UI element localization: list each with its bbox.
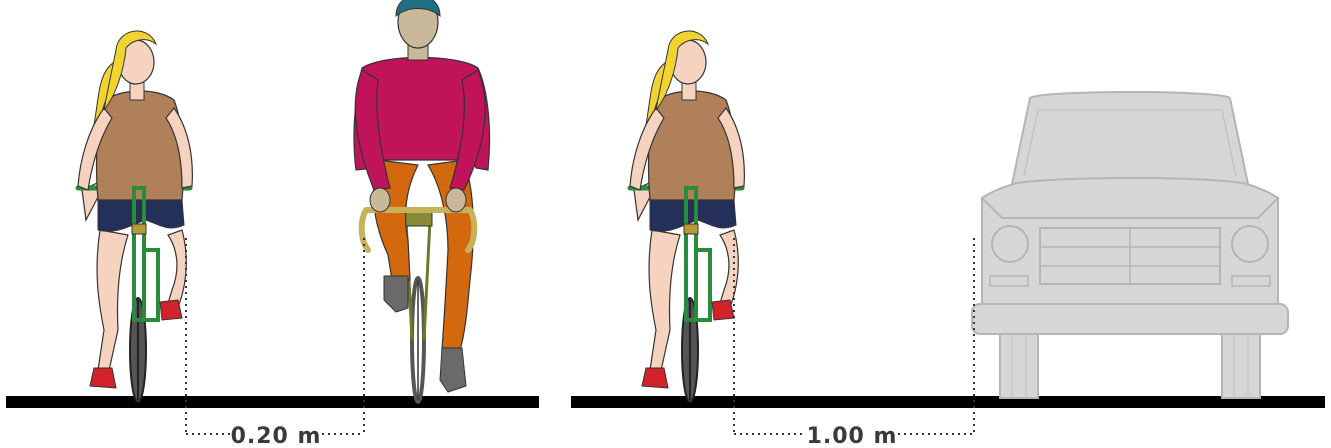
- ground-bar-left: [6, 396, 539, 408]
- ground-bar-right: [571, 396, 1325, 408]
- car-front-figure: [972, 92, 1288, 398]
- gap-label-right: 1.00 m: [807, 424, 898, 448]
- cyclist-man-figure: [354, 0, 490, 402]
- cyclist-woman-figure-2: [630, 31, 744, 402]
- cyclist-woman-figure: [78, 31, 192, 402]
- gap-label-left: 0.20 m: [231, 424, 322, 448]
- panel-bike-to-bike: 0.20 m: [6, 0, 539, 448]
- panel-bike-to-car: 1.00 m: [571, 31, 1325, 448]
